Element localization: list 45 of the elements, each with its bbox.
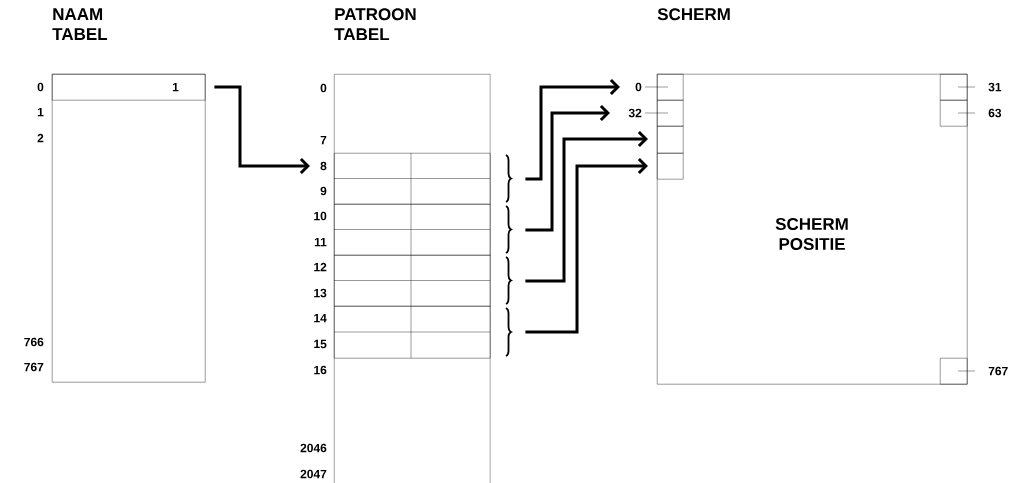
memory-cell [657, 100, 684, 127]
row-number: 10 [314, 211, 327, 221]
memory-cell [657, 126, 684, 154]
row-number: 767 [24, 362, 44, 372]
memory-cell [940, 74, 968, 101]
row-number: 7 [320, 135, 327, 145]
node-label: SCHERM [657, 8, 730, 21]
row-number: 16 [314, 365, 327, 375]
arrow [525, 157, 648, 334]
row-number: 2046 [300, 443, 327, 453]
row-number: 0 [320, 83, 327, 93]
row-number: 0 [37, 82, 44, 92]
arrow [525, 104, 610, 232]
node-label: PATROON TABEL [334, 8, 416, 41]
arrow [214, 85, 310, 175]
row-number: 11 [314, 237, 327, 247]
memory-cell [657, 153, 684, 180]
arrow [525, 78, 620, 181]
cell-address: 0 [635, 82, 642, 92]
row-number: 12 [314, 262, 327, 272]
row-number: 13 [314, 288, 327, 298]
row-number: 15 [314, 339, 327, 349]
memory-cell [940, 100, 968, 127]
row-number: 1 [37, 107, 44, 117]
node-label: NAAM TABEL [52, 8, 108, 40]
memory-cell [940, 358, 968, 385]
row-number: 2 [37, 133, 44, 143]
pattern-rows [333, 152, 491, 205]
row-number: 14 [314, 313, 327, 323]
row-number: 9 [320, 186, 327, 196]
table-row: 1 [52, 74, 206, 101]
row-number: 2047 [300, 469, 327, 479]
pattern-rows [333, 254, 491, 307]
cell-address: 63 [988, 108, 1002, 118]
arrow [525, 130, 648, 283]
row-number: 766 [24, 337, 44, 347]
screen-box: SCHERM SCHERM POSITIE [657, 8, 968, 385]
cell-address: 767 [988, 366, 1008, 376]
row-number: 8 [320, 161, 327, 171]
pattern-rows [333, 203, 491, 256]
table-box: PATROON TABEL [334, 8, 491, 483]
memory-cell [657, 74, 684, 101]
cell-address: 31 [988, 82, 1002, 92]
pattern-rows [333, 305, 491, 359]
cell-address: 32 [628, 108, 642, 118]
